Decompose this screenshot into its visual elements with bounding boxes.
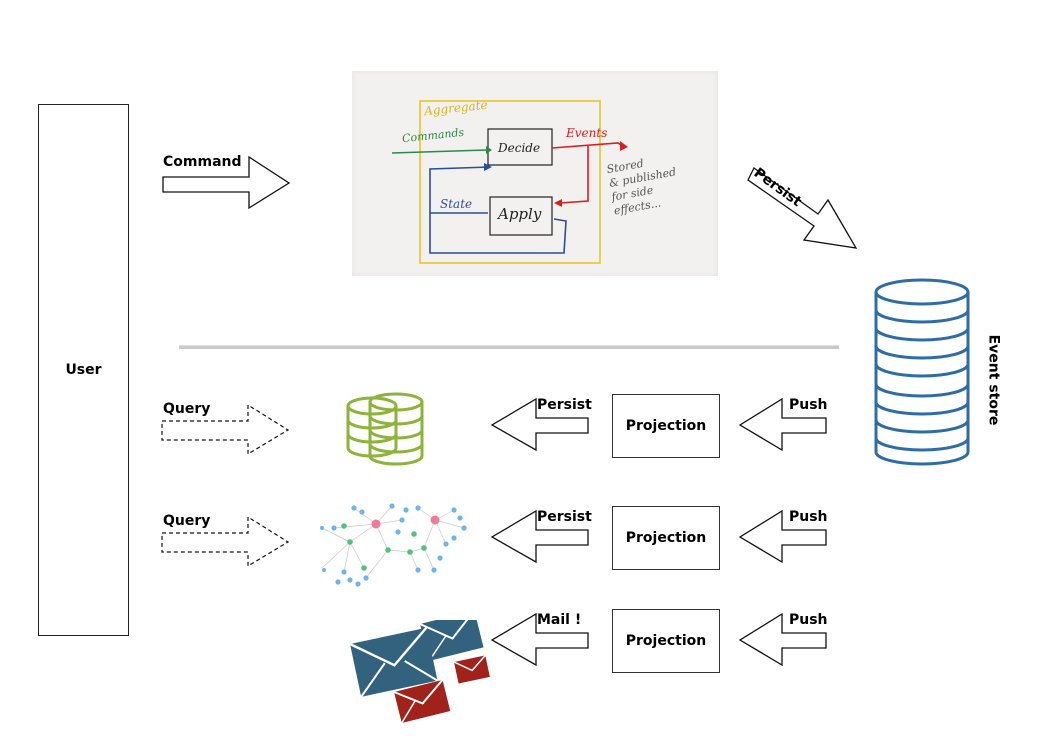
persist-label-1: Persist [537, 397, 592, 413]
command-label: Command [163, 154, 242, 170]
persist-arrow-1 [490, 398, 589, 452]
query-arrow-1 [161, 404, 290, 456]
persist-diagonal-arrow [747, 167, 858, 249]
database-green-icon [346, 392, 424, 466]
push-arrow-2 [738, 510, 827, 564]
projection-label-2: Projection [625, 530, 707, 546]
mail-arrow [490, 613, 589, 667]
events-text: Events [566, 126, 608, 140]
graph-network-icon [320, 503, 467, 587]
event-store-cylinder-icon [874, 278, 970, 466]
projection-box-2: Projection [612, 506, 720, 570]
state-text: State [440, 197, 473, 211]
command-arrow [162, 156, 291, 210]
query-label-1: Query [163, 401, 211, 417]
user-actor: User [38, 104, 129, 636]
event-store-label: Event store [985, 334, 1002, 426]
aggregate-sketch: Aggregate Commands Decide Events State A… [352, 71, 718, 276]
user-label: User [65, 362, 102, 378]
projection-box-3: Projection [612, 609, 720, 673]
query-label-2: Query [163, 513, 211, 529]
section-divider [179, 345, 839, 349]
push-label-2: Push [789, 509, 828, 525]
persist-arrow-2 [490, 510, 589, 564]
push-arrow-3 [738, 613, 827, 667]
decide-text: Decide [498, 141, 541, 155]
push-label-1: Push [789, 397, 828, 413]
projection-box-1: Projection [612, 394, 720, 458]
push-arrow-1 [738, 398, 827, 452]
persist-label-2: Persist [537, 509, 592, 525]
mail-envelopes-icon [349, 620, 490, 724]
stored-note: Stored & published for side effects... [606, 152, 682, 219]
mail-label: Mail ! [537, 612, 582, 628]
push-label-3: Push [789, 612, 828, 628]
projection-label-3: Projection [625, 633, 707, 649]
projection-label-1: Projection [625, 418, 707, 434]
query-arrow-2 [161, 516, 290, 568]
apply-text: Apply [498, 205, 542, 223]
